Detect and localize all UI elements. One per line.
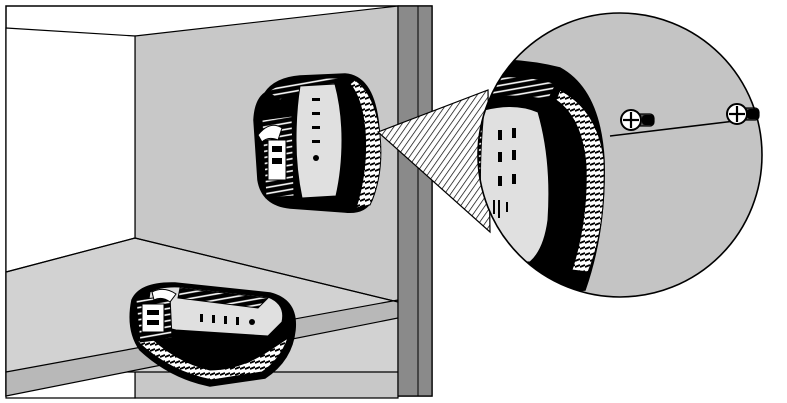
magnifier-circle [477, 12, 763, 298]
charger-device-icon [253, 73, 382, 213]
frame-post [397, 5, 433, 397]
shelf-scene-panel [5, 5, 433, 399]
charger-device-icon [129, 282, 297, 387]
mounting-guide-line [609, 120, 736, 137]
screw-icon [620, 109, 655, 131]
wall-mount-detail [477, 12, 763, 298]
